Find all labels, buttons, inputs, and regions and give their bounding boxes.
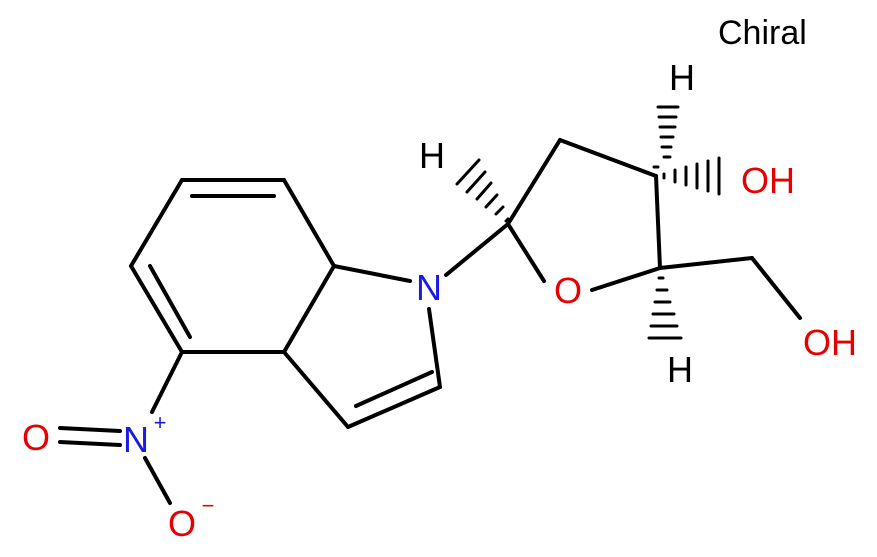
stereo-hash-c3-h — [652, 105, 680, 169]
hydroxymethyl-group — [658, 256, 802, 320]
o-ring-label: O — [554, 270, 582, 311]
n-indole-label: N — [416, 267, 442, 308]
oh-3-label: OH — [741, 160, 795, 201]
pyrrole-ring — [282, 264, 442, 429]
h-c3-label: H — [669, 57, 695, 98]
benzene-ring — [129, 178, 336, 354]
n-nitro-charge: + — [154, 410, 167, 435]
chiral-label: Chiral — [718, 14, 807, 52]
h-c4-label: H — [667, 349, 693, 390]
stereo-hash-c4 — [647, 276, 683, 340]
n-nitro-label: N — [123, 419, 149, 460]
o-nitro-b-charge: − — [202, 493, 215, 518]
o-nitro-b-label: O — [168, 503, 196, 544]
stereo-hash-c1 — [455, 158, 510, 223]
sugar-ring — [506, 138, 662, 292]
oh-5-label: OH — [803, 322, 857, 363]
o-nitro-a-label: O — [22, 417, 50, 458]
glycosidic-bond — [444, 222, 510, 277]
h-c1-label: H — [419, 135, 445, 176]
stereo-hash-c3 — [662, 156, 721, 196]
nitro-group — [58, 350, 184, 505]
